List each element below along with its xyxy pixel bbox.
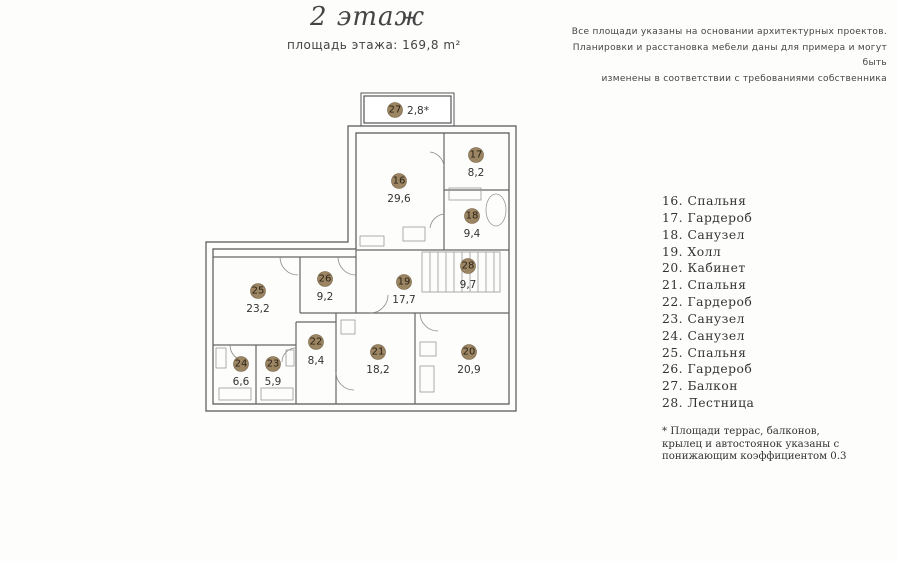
notice-line: Планировки и расстановка мебели даны для… [572, 42, 887, 69]
footnote: * Площади террас, балконов, крылец и авт… [662, 426, 846, 464]
room-22: 22 8,4 [308, 334, 325, 367]
staircase [421, 251, 501, 293]
svg-text:6,6: 6,6 [233, 376, 250, 388]
svg-text:9,2: 9,2 [317, 291, 334, 303]
svg-text:8,4: 8,4 [308, 355, 325, 367]
balcony-inner [363, 95, 452, 124]
room-legend: 16. Спальня 17. Гардероб 18. Санузел 19.… [662, 193, 754, 412]
footnote-line: понижающим коэффициентом 0.3 [662, 451, 847, 462]
door [429, 213, 445, 229]
svg-text:8,2: 8,2 [468, 167, 485, 179]
door [429, 151, 445, 167]
footnote-line: крылец и автостоянок указаны с [662, 438, 840, 450]
room-25: 25 23,2 [246, 283, 270, 315]
room-19: 19 17,7 [392, 274, 416, 306]
svg-text:24: 24 [235, 359, 248, 370]
svg-text:18: 18 [466, 211, 479, 222]
legend-item: 26. Гардероб [662, 362, 753, 377]
svg-text:9,4: 9,4 [464, 228, 481, 240]
door [369, 294, 389, 314]
svg-text:17,7: 17,7 [392, 294, 415, 306]
floor-title: 2 этаж [310, 2, 426, 32]
legend-item: 19. Холл [662, 244, 722, 259]
svg-text:20,9: 20,9 [457, 364, 480, 376]
door [419, 312, 439, 332]
legend-item: 21. Спальня [662, 278, 747, 293]
door [337, 256, 357, 276]
svg-text:2,8*: 2,8* [407, 105, 429, 117]
legend-item: 16. Спальня [662, 194, 747, 208]
room-28: 28 9,7 [460, 258, 477, 291]
legend-item: 20. Кабинет [662, 261, 746, 276]
legend-item: 27. Балкон [662, 379, 738, 394]
svg-text:21: 21 [372, 347, 385, 358]
legend-item: 28. Лестница [662, 396, 755, 411]
svg-text:28: 28 [462, 261, 475, 272]
notice-line: Все площади указаны на основании архитек… [571, 27, 887, 37]
svg-text:23,2: 23,2 [246, 303, 269, 315]
legend-item: 24. Санузел [662, 328, 745, 343]
svg-text:26: 26 [319, 274, 332, 285]
svg-text:17: 17 [470, 150, 483, 161]
svg-text:18,2: 18,2 [366, 364, 389, 376]
notice-text: Все площади указаны на основании архитек… [547, 25, 887, 87]
svg-text:19: 19 [398, 277, 411, 288]
furniture [215, 187, 507, 401]
room-26: 26 9,2 [317, 271, 334, 303]
door [335, 371, 355, 391]
room-23: 23 5,9 [265, 356, 282, 388]
svg-text:27: 27 [389, 105, 402, 116]
legend-item: 18. Санузел [662, 227, 745, 242]
door [279, 256, 299, 276]
outer-wall [205, 125, 517, 412]
floor-area: площадь этажа: 169,8 m² [287, 38, 461, 52]
room-24: 24 6,6 [233, 356, 250, 388]
room-20: 20 20,9 [457, 344, 481, 376]
svg-text:16: 16 [393, 176, 406, 187]
footnote-line: * Площади террас, балконов, [662, 426, 820, 437]
room-18: 18 9,4 [464, 208, 481, 240]
legend-item: 23. Санузел [662, 311, 745, 326]
legend-item: 25. Спальня [662, 345, 747, 360]
svg-text:20: 20 [463, 347, 476, 358]
room-21: 21 18,2 [366, 344, 390, 376]
svg-text:5,9: 5,9 [265, 376, 282, 388]
svg-text:9,7: 9,7 [460, 279, 477, 291]
room-27: 27 2,8* [387, 102, 429, 118]
room-16: 16 29,6 [387, 173, 411, 205]
outer-wall-inner [212, 132, 510, 405]
legend-item: 17. Гардероб [662, 210, 753, 225]
room-17: 17 8,2 [468, 147, 485, 179]
svg-text:29,6: 29,6 [387, 193, 411, 205]
svg-text:25: 25 [252, 286, 265, 297]
svg-text:22: 22 [310, 337, 323, 348]
notice-line: изменены в соответствии с требованиями с… [601, 73, 887, 84]
svg-text:23: 23 [267, 359, 280, 370]
legend-item: 22. Гардероб [662, 295, 753, 310]
